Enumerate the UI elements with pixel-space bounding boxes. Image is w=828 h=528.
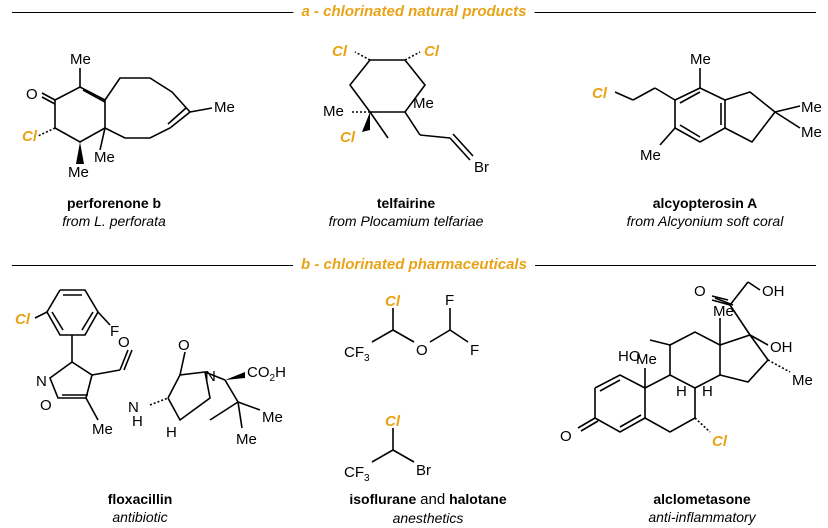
telfairine-cl-right: Cl: [424, 43, 440, 60]
floxacillin-amide-o: O: [118, 334, 130, 351]
floxacillin-me: Me: [92, 421, 113, 438]
compound-source: anti-inflammatory: [648, 509, 756, 525]
alclometasone-keto-o: O: [694, 283, 706, 300]
section-a-header: a - chlorinated natural products: [12, 2, 816, 22]
perforenone-oxo: O: [26, 86, 38, 103]
alcyopterosin-me-gem1: Me: [801, 99, 822, 116]
caption-isoflurane-halotane: isoflurane and halotane anesthetics: [318, 490, 538, 527]
floxacillin-nh: N: [128, 399, 139, 416]
caption-alcyopterosin-a: alcyopterosin A from Alcyonium soft cora…: [590, 194, 820, 230]
structure-floxacillin: [34, 289, 261, 429]
alclometasone-o: O: [560, 428, 572, 445]
halotane-cl: Cl: [385, 413, 401, 430]
telfairine-cl-left: Cl: [332, 43, 348, 60]
structure-alcyopterosin-a: [614, 68, 801, 146]
compound-name: alclometasone: [653, 491, 751, 507]
isoflurane-o: O: [416, 342, 428, 359]
section-b-title: b - chlorinated pharmaceuticals: [293, 255, 535, 275]
halotane-br: Br: [416, 462, 431, 479]
alclometasone-me-10: Me: [636, 351, 657, 368]
caption-perforenone-b: perforenone b from L. perforata: [28, 194, 200, 230]
section-a-title: a - chlorinated natural products: [293, 2, 535, 22]
isoflurane-cf3: CF3: [344, 344, 370, 364]
caption-floxacillin: floxacillin antibiotic: [60, 490, 220, 526]
alcyopterosin-cl: Cl: [592, 85, 608, 102]
floxacillin-n: N: [36, 373, 47, 390]
halotane-cf3: CF3: [344, 464, 370, 484]
floxacillin-me-gem2: Me: [236, 431, 257, 448]
perforenone-me-top: Me: [70, 51, 91, 68]
compound-name: alcyopterosin A: [652, 195, 758, 211]
alclometasone-oh-top: OH: [762, 283, 785, 300]
structure-isoflurane: [371, 308, 469, 343]
floxacillin-ring-n: N: [205, 368, 216, 385]
structure-perforenone-b: [37, 68, 213, 164]
floxacillin-nh-h: H: [132, 413, 143, 430]
compound-name-halotane: halotane: [449, 491, 507, 507]
alclometasone-me-16: Me: [792, 372, 813, 389]
alcyopterosin-me-bottom: Me: [640, 147, 661, 164]
floxacillin-cl: Cl: [15, 311, 31, 328]
isoflurane-cl: Cl: [385, 293, 401, 310]
floxacillin-me-gem1: Me: [262, 409, 283, 426]
floxacillin-o: O: [40, 397, 52, 414]
caption-telfairine: telfairine from Plocamium telfariae: [296, 194, 516, 230]
floxacillin-lactam-o: O: [178, 337, 190, 354]
telfairine-me-left: Me: [323, 103, 344, 120]
perforenone-me-bottom: Me: [68, 164, 89, 181]
isoflurane-f1: F: [445, 292, 454, 309]
perforenone-me-right: Me: [214, 99, 235, 116]
compound-source: from Plocamium telfariae: [328, 213, 484, 229]
isoflurane-f2: F: [470, 342, 479, 359]
perforenone-cl: Cl: [22, 128, 38, 145]
telfairine-me-right: Me: [413, 95, 434, 112]
perforenone-me-bridge: Me: [94, 149, 115, 166]
compound-name: telfairine: [376, 195, 436, 211]
floxacillin-co2h: CO2H: [247, 364, 286, 384]
floxacillin-f: F: [110, 323, 119, 340]
alclometasone-oh-17: OH: [770, 339, 793, 356]
compound-source: anesthetics: [392, 510, 464, 526]
telfairine-br: Br: [474, 159, 489, 176]
compound-name-isoflurane: isoflurane: [349, 491, 417, 507]
compound-name: perforenone b: [66, 195, 162, 211]
telfairine-cl-bottom: Cl: [340, 129, 356, 146]
structure-alclometasone: [577, 281, 791, 433]
compound-name: floxacillin: [107, 491, 173, 507]
structure-telfairine: [348, 51, 474, 161]
caption-alclometasone: alclometasone anti-inflammatory: [612, 490, 792, 526]
alclometasone-cl: Cl: [712, 433, 728, 450]
structure-halotane: [371, 428, 415, 463]
alclometasone-h-9: H: [676, 383, 687, 400]
compound-source: from L. perforata: [62, 213, 166, 229]
alcyopterosin-me-gem2: Me: [801, 124, 822, 141]
alclometasone-ho: HO: [618, 348, 641, 365]
compound-source: from Alcyonium soft coral: [626, 213, 784, 229]
alcyopterosin-me-top: Me: [690, 51, 711, 68]
alclometasone-h-14: H: [702, 383, 713, 400]
compound-source: antibiotic: [112, 509, 168, 525]
alclometasone-me-13: Me: [713, 303, 734, 320]
section-b-header: b - chlorinated pharmaceuticals: [12, 255, 816, 275]
compound-joiner: and: [420, 491, 446, 508]
floxacillin-h: H: [166, 424, 177, 441]
